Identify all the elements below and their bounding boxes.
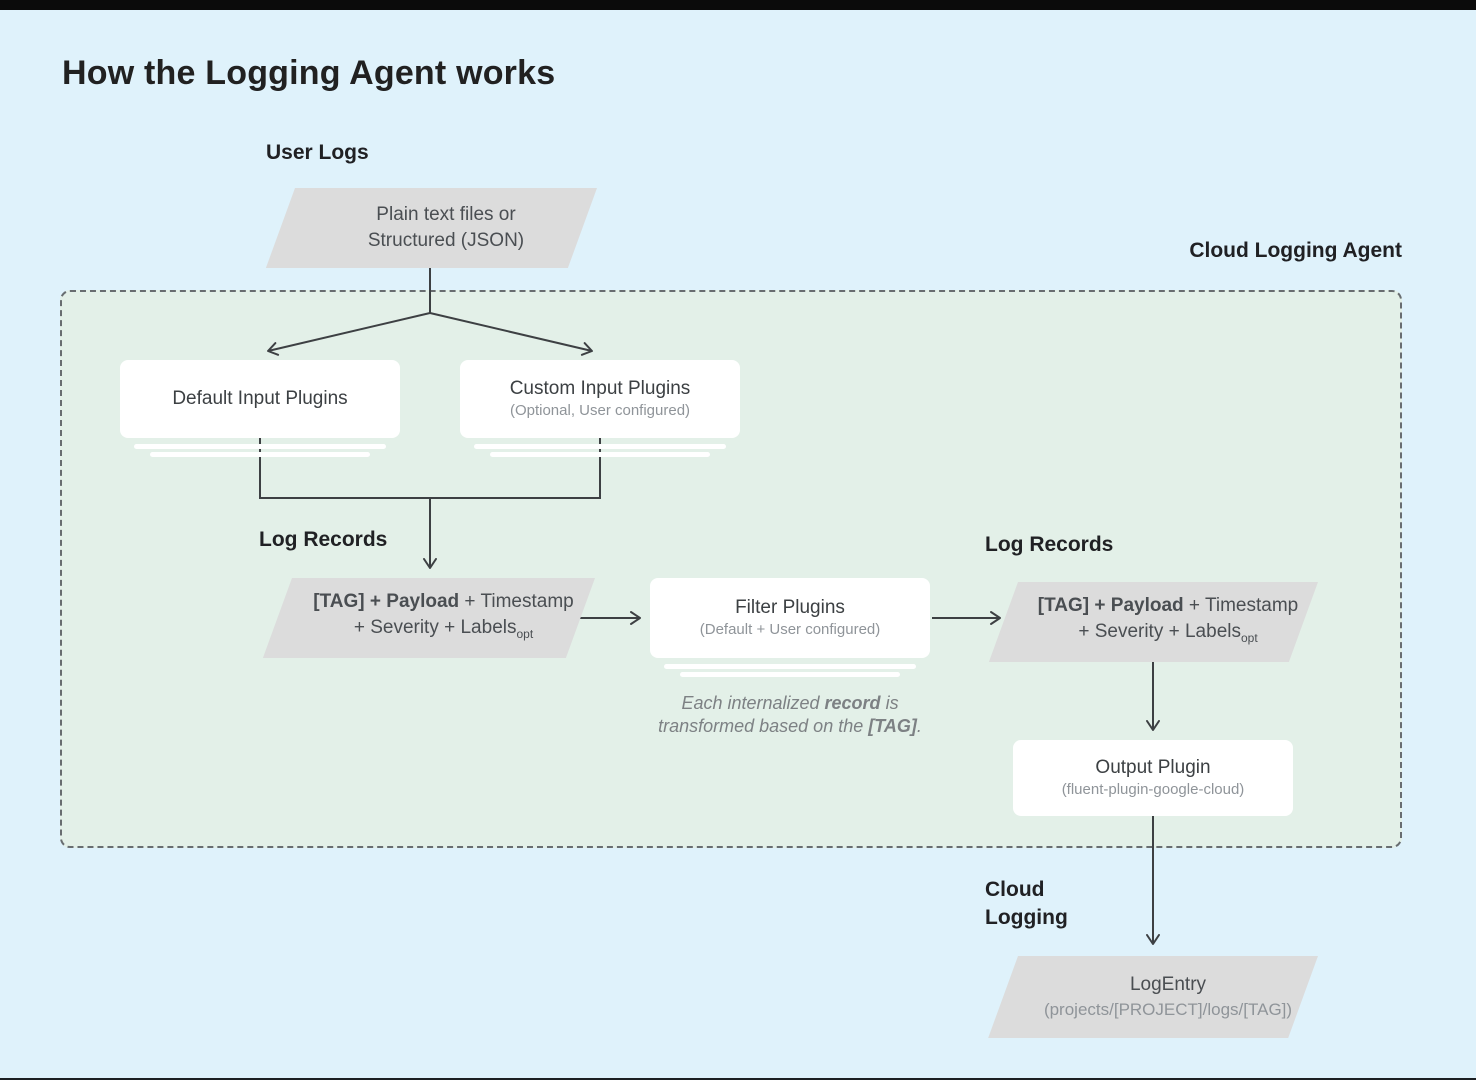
note-text: . [916, 716, 922, 736]
log-record-timestamp: + Timestamp [459, 591, 574, 613]
note-text: Each internalized [681, 693, 825, 713]
label-user-logs: User Logs [266, 141, 369, 164]
log-record-tag-payload: [TAG] + Payload [313, 591, 460, 613]
filter-plugins-subtitle: (Default + User configured) [699, 621, 881, 638]
page-title: How the Logging Agent works [62, 54, 556, 92]
label-log-records-left: Log Records [259, 528, 388, 551]
node-log-entry: LogEntry (projects/[PROJECT]/logs/[TAG]) [988, 956, 1318, 1038]
node-filter-plugins: Filter Plugins (Default + User configure… [650, 578, 930, 658]
default-input-plugins-title: Default Input Plugins [172, 388, 348, 409]
log-record-right-line2: + Severity + Labelsopt [1078, 619, 1257, 651]
log-record-opt-subscript: opt [1240, 630, 1258, 645]
node-log-record-left: [TAG] + Payload + Timestamp + Severity +… [262, 578, 595, 658]
log-record-opt-subscript: opt [516, 626, 534, 641]
stack-layer [134, 444, 386, 449]
stack-layer [490, 452, 710, 457]
window-top-edge [0, 0, 1476, 10]
log-record-left-line1: [TAG] + Payload + Timestamp [313, 589, 573, 615]
node-default-input-plugins: Default Input Plugins [120, 360, 400, 438]
note-text: transformed based on the [658, 716, 869, 736]
stack-layer [474, 444, 726, 449]
node-log-record-right: [TAG] + Payload + Timestamp + Severity +… [988, 582, 1318, 662]
window-bottom-edge [0, 1078, 1476, 1080]
log-record-tag-payload: [TAG] + Payload [1037, 595, 1184, 617]
log-entry-title: LogEntry [1129, 974, 1207, 995]
note-tag-emphasis: [TAG] [868, 716, 917, 736]
custom-input-plugins-title: Custom Input Plugins [509, 378, 691, 399]
stack-layer [150, 452, 370, 457]
cloud-logging-line2: Logging [985, 906, 1068, 929]
log-entry-subtitle: (projects/[PROJECT]/logs/[TAG]) [1043, 1000, 1293, 1019]
log-record-left-line2: + Severity + Labelsopt [354, 615, 533, 647]
custom-input-plugins-subtitle: (Optional, User configured) [509, 402, 691, 419]
user-log-source-line2: Structured (JSON) [367, 230, 525, 251]
transform-note: Each internalized record is transformed … [625, 692, 955, 738]
output-plugin-subtitle: (fluent-plugin-google-cloud) [1061, 781, 1245, 798]
arrow-split-to-default-input [267, 312, 431, 356]
note-record-emphasis: record [824, 693, 881, 713]
output-plugin-title: Output Plugin [1095, 757, 1211, 778]
user-log-source-line1: Plain text files or [376, 204, 516, 225]
note-text: is [880, 693, 899, 713]
stack-layer [680, 672, 900, 677]
arrow-split-to-custom-input [429, 312, 593, 356]
label-cloud-logging-agent: Cloud Logging Agent [1189, 239, 1402, 262]
log-record-right-line1: [TAG] + Payload + Timestamp [1038, 593, 1298, 619]
node-custom-input-plugins: Custom Input Plugins (Optional, User con… [460, 360, 740, 438]
filter-plugins-title: Filter Plugins [735, 597, 845, 618]
log-record-severity-labels: + Severity + Labels [1078, 621, 1241, 643]
node-output-plugin: Output Plugin (fluent-plugin-google-clou… [1013, 740, 1293, 816]
log-record-severity-labels: + Severity + Labels [353, 617, 517, 639]
cloud-logging-line1: Cloud [985, 878, 1045, 901]
log-record-timestamp: + Timestamp [1183, 595, 1299, 617]
label-log-records-right: Log Records [985, 533, 1114, 556]
label-cloud-logging: Cloud Logging [985, 876, 1068, 932]
node-user-log-source: Plain text files or Structured (JSON) [265, 188, 597, 268]
stack-layer [664, 664, 916, 669]
